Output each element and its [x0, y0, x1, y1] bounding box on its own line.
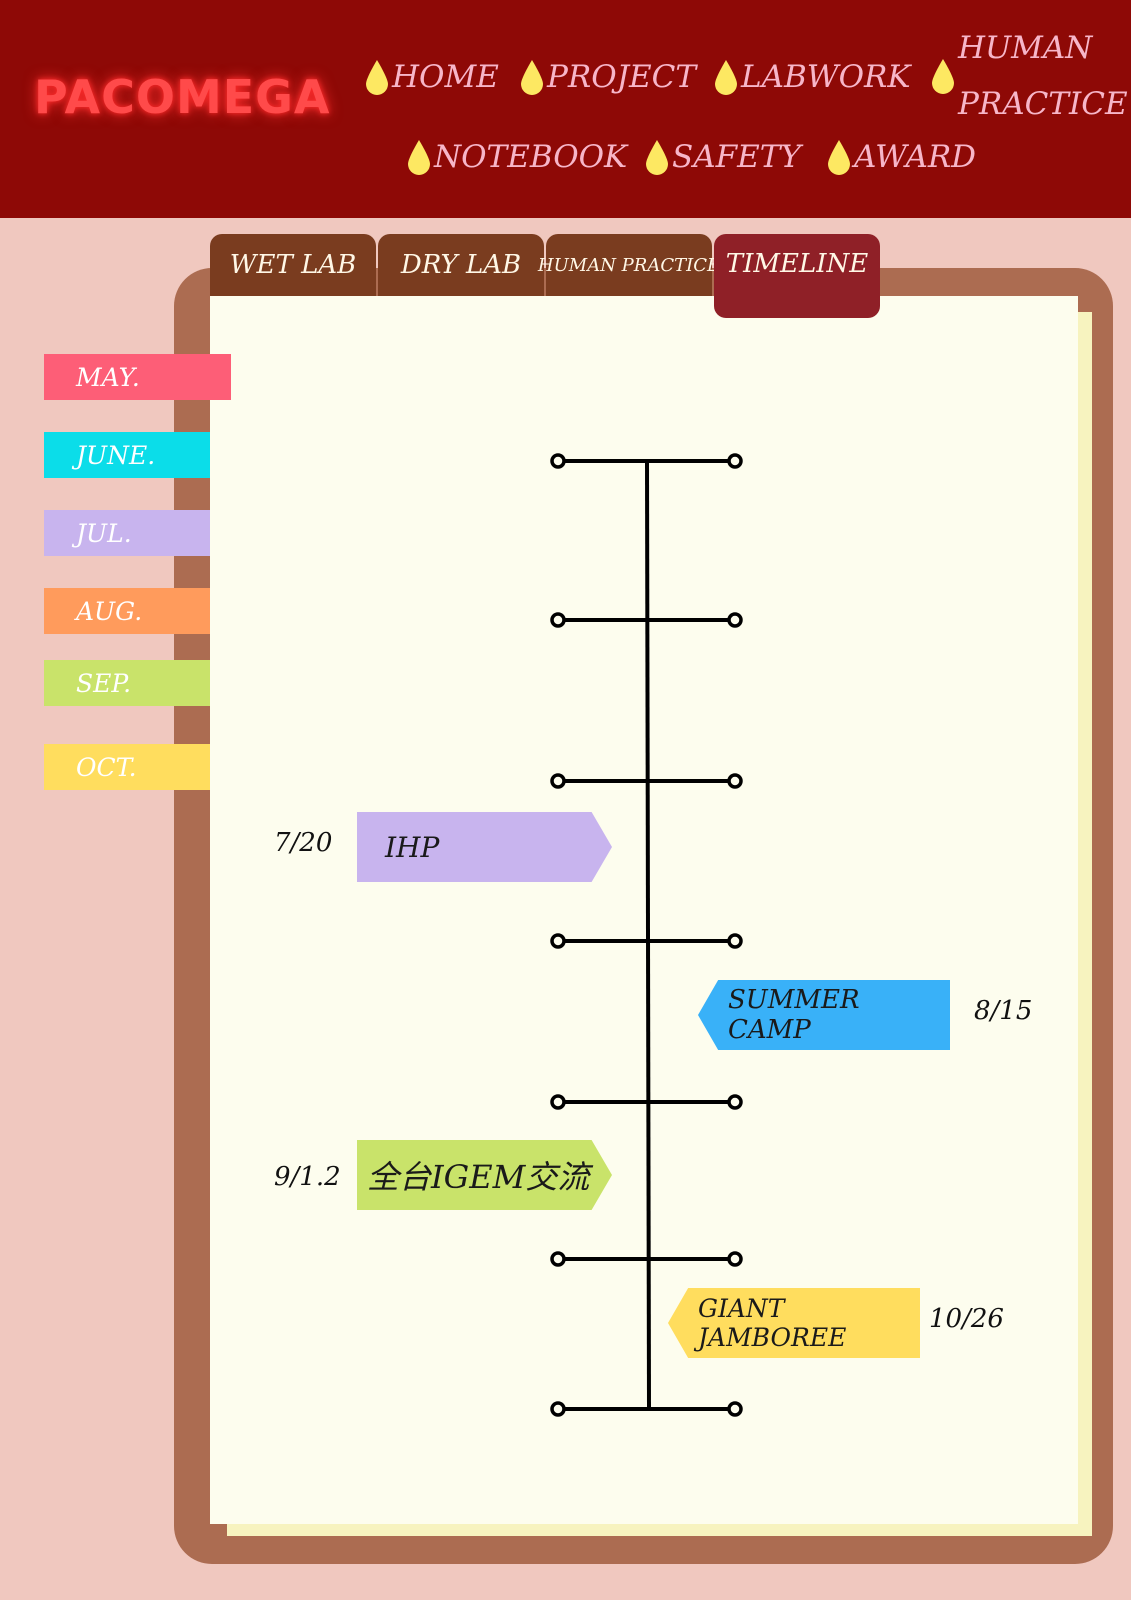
- nav-award-label: AWARD: [854, 139, 977, 175]
- drop-icon: [828, 140, 850, 175]
- tab-timeline[interactable]: TIMELINE: [714, 234, 880, 318]
- nav-labwork[interactable]: LABWORK: [713, 58, 911, 96]
- nav-award[interactable]: AWARD: [826, 138, 976, 176]
- timeline-node: [727, 1401, 743, 1417]
- timeline-node: [727, 933, 743, 949]
- event-title: SUMMER CAMP: [728, 985, 860, 1045]
- month-tab[interactable]: JUL.: [44, 510, 210, 556]
- timeline-node: [550, 453, 566, 469]
- nav-project-label: PROJECT: [547, 59, 697, 95]
- drop-icon: [646, 140, 668, 175]
- site-logo[interactable]: PACOMEGA: [34, 70, 331, 124]
- drop-icon: [521, 60, 543, 95]
- nav-home-label: HOME: [392, 59, 499, 95]
- month-tab[interactable]: AUG.: [44, 588, 210, 634]
- tab-wet-lab[interactable]: WET LAB: [210, 234, 376, 296]
- event-date: 7/20: [274, 828, 333, 858]
- tab-human-practice-label: HUMAN PRACTICE: [537, 254, 721, 276]
- timeline-node: [550, 1094, 566, 1110]
- event-title: GIANT JAMBOREE: [698, 1294, 847, 1352]
- drop-icon: [932, 59, 954, 94]
- timeline-node: [727, 612, 743, 628]
- notebook-page: [210, 296, 1078, 1524]
- event-date: 10/26: [929, 1304, 1004, 1334]
- drop-icon: [366, 60, 388, 95]
- timeline-node: [727, 773, 743, 789]
- timeline-node: [727, 1251, 743, 1267]
- nav-notebook[interactable]: NOTEBOOK: [406, 138, 627, 176]
- tab-dry-lab-label: DRY LAB: [400, 250, 522, 280]
- timeline-node: [550, 1401, 566, 1417]
- event-summer-camp[interactable]: SUMMER CAMP: [698, 980, 950, 1050]
- nav-project[interactable]: PROJECT: [519, 58, 696, 96]
- event-title: 全台IGEM交流: [367, 1158, 590, 1196]
- drop-icon: [408, 140, 430, 175]
- nav-human-practice[interactable]: HUMAN PRACTICE: [930, 20, 1128, 132]
- timeline-node: [550, 1251, 566, 1267]
- timeline-node: [550, 612, 566, 628]
- drop-icon: [715, 60, 737, 95]
- event-date: 8/15: [974, 996, 1033, 1026]
- timeline-node: [550, 773, 566, 789]
- timeline-node: [727, 453, 743, 469]
- nav-safety-label: SAFETY: [672, 139, 801, 175]
- tab-wet-lab-label: WET LAB: [229, 250, 357, 280]
- tab-timeline-label: TIMELINE: [725, 249, 869, 279]
- nav-human-practice-label-1: HUMAN: [958, 30, 1093, 66]
- tab-dry-lab[interactable]: DRY LAB: [378, 234, 544, 296]
- event-title: IHP: [385, 830, 440, 864]
- nav-notebook-label: NOTEBOOK: [434, 139, 628, 175]
- event-taiwan-igem-exchange[interactable]: 全台IGEM交流: [357, 1140, 612, 1210]
- month-tab[interactable]: MAY.: [44, 354, 231, 400]
- month-tab[interactable]: OCT.: [44, 744, 210, 790]
- event-giant-jamboree[interactable]: GIANT JAMBOREE: [668, 1288, 920, 1358]
- nav-home[interactable]: HOME: [364, 58, 499, 96]
- month-tab[interactable]: JUNE.: [44, 432, 210, 478]
- timeline-node: [727, 1094, 743, 1110]
- timeline-node: [550, 933, 566, 949]
- event-ihp[interactable]: IHP: [357, 812, 612, 882]
- month-tab[interactable]: SEP.: [44, 660, 210, 706]
- site-header: PACOMEGA HOME PROJECT LABWORK HUMAN PRAC…: [0, 0, 1131, 218]
- nav-safety[interactable]: SAFETY: [644, 138, 801, 176]
- timeline-spine: [645, 460, 651, 1410]
- nav-human-practice-label-2: PRACTICE: [958, 86, 1128, 122]
- nav-labwork-label: LABWORK: [741, 59, 911, 95]
- tab-human-practice[interactable]: HUMAN PRACTICE: [538, 234, 720, 296]
- event-date: 9/1.2: [274, 1162, 341, 1192]
